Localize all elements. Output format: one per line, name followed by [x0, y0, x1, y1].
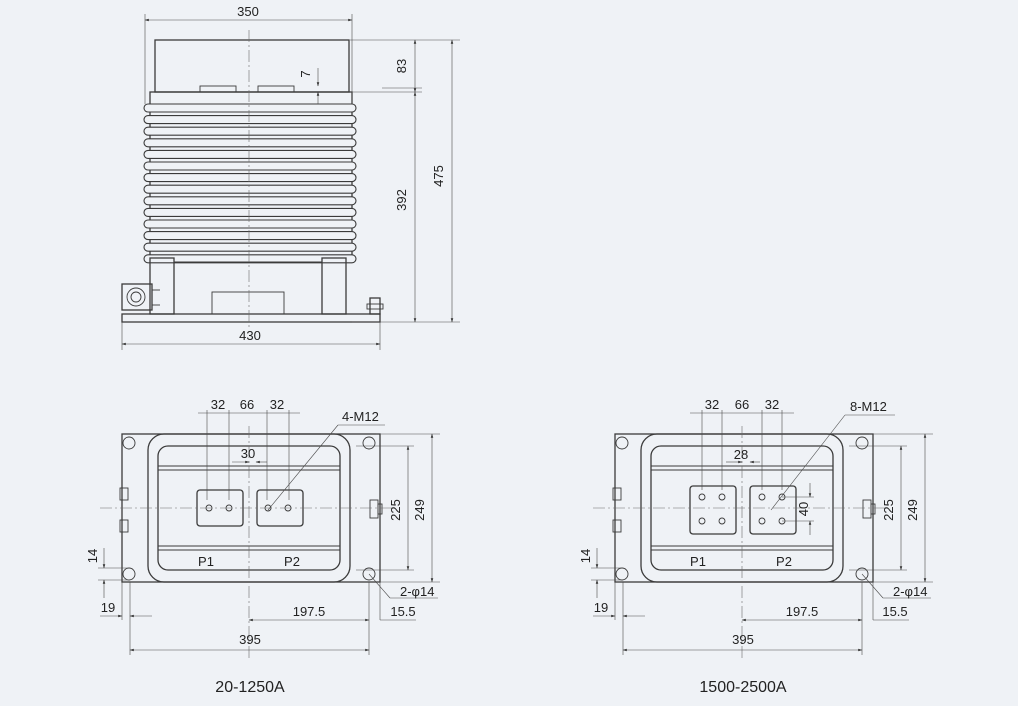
- holes-callout: 2-φ14: [893, 584, 927, 599]
- insulator-shed: [143, 242, 357, 252]
- insulator-shed: [143, 196, 357, 206]
- insulator-shed: [143, 138, 357, 148]
- top-cap: [154, 39, 350, 93]
- dim-pad-width: 32: [705, 397, 719, 412]
- dim-197-5: 197.5: [293, 604, 326, 619]
- dim-body-height: 392: [394, 189, 409, 211]
- mounting-hole: [855, 436, 869, 450]
- insulator-shed: [143, 126, 357, 136]
- dim-pad-spacing: 66: [240, 397, 254, 412]
- insulator-shed: [143, 103, 357, 113]
- terminal-label-p1: P1: [690, 554, 706, 569]
- dim-total-height: 475: [431, 165, 446, 187]
- dim-pad-width-2: 32: [765, 397, 779, 412]
- terminal-block: [199, 85, 237, 93]
- base-window: [211, 291, 285, 315]
- dim-395: 395: [239, 632, 261, 647]
- insulator-shed: [143, 149, 357, 159]
- dim-cap-height: 83: [394, 59, 409, 73]
- mounting-hole: [615, 436, 629, 450]
- thread-callout: 4-M12: [342, 409, 379, 424]
- mounting-hole: [122, 436, 136, 450]
- dim-40: 40: [796, 502, 811, 516]
- dim-14: 14: [578, 549, 593, 563]
- ribbed-insulator-body: [143, 91, 357, 264]
- insulator-shed: [143, 184, 357, 194]
- plan-view-1500-2500a: P1 P2 32 66 32 28 40 8-M12 225 249 2-φ14: [578, 397, 933, 696]
- dim-197-5: 197.5: [786, 604, 819, 619]
- mounting-hole: [122, 567, 136, 581]
- insulator-shed: [143, 173, 357, 183]
- dim-225: 225: [388, 499, 403, 521]
- dim-395: 395: [732, 632, 754, 647]
- dim-249: 249: [412, 499, 427, 521]
- plan-view-20-1250a: P1 P2 32 66 32 30 4-M12 225 249 2-φ14: [85, 397, 440, 696]
- insulator-shed: [143, 115, 357, 125]
- right-leg: [321, 257, 347, 315]
- dim-pad-width: 32: [211, 397, 225, 412]
- dim-225: 225: [881, 499, 896, 521]
- mounting-hole: [855, 567, 869, 581]
- caption-20-1250a: 20-1250A: [215, 679, 285, 696]
- terminal-pad-p2: [749, 485, 797, 535]
- dim-gap: 7: [298, 70, 313, 77]
- terminal-label-p2: P2: [776, 554, 792, 569]
- dim-19: 19: [101, 600, 115, 615]
- mounting-hole: [362, 436, 376, 450]
- dim-base-width: 430: [239, 328, 261, 343]
- dim-15-5: 15.5: [882, 604, 907, 619]
- insulator-shed: [143, 207, 357, 217]
- dim-pad-spacing: 66: [735, 397, 749, 412]
- front-elevation-view: 350 83 7 392 475 430: [121, 4, 460, 350]
- caption-1500-2500a: 1500-2500A: [699, 679, 787, 696]
- insulator-shed: [143, 161, 357, 171]
- insulator-shed: [143, 254, 357, 264]
- base-plate: [121, 313, 381, 323]
- thread-callout: 8-M12: [850, 399, 887, 414]
- dim-inner-gap: 28: [734, 447, 748, 462]
- mounting-hole: [615, 567, 629, 581]
- dim-inner-gap: 30: [241, 446, 255, 461]
- grounding-terminal: [121, 283, 153, 311]
- terminal-label-p1: P1: [198, 554, 214, 569]
- dim-top-width: 350: [237, 4, 259, 19]
- mounting-bolt: [369, 297, 381, 315]
- mounting-hole: [362, 567, 376, 581]
- dim-15-5: 15.5: [390, 604, 415, 619]
- insulator-shed: [143, 231, 357, 241]
- terminal-block: [257, 85, 295, 93]
- dim-19: 19: [594, 600, 608, 615]
- terminal-pad-p1: [689, 485, 737, 535]
- terminal-label-p2: P2: [284, 554, 300, 569]
- left-leg: [149, 257, 175, 315]
- dim-pad-width-2: 32: [270, 397, 284, 412]
- insulator-shed: [143, 219, 357, 229]
- holes-callout: 2-φ14: [400, 584, 434, 599]
- dim-14: 14: [85, 549, 100, 563]
- dim-249: 249: [905, 499, 920, 521]
